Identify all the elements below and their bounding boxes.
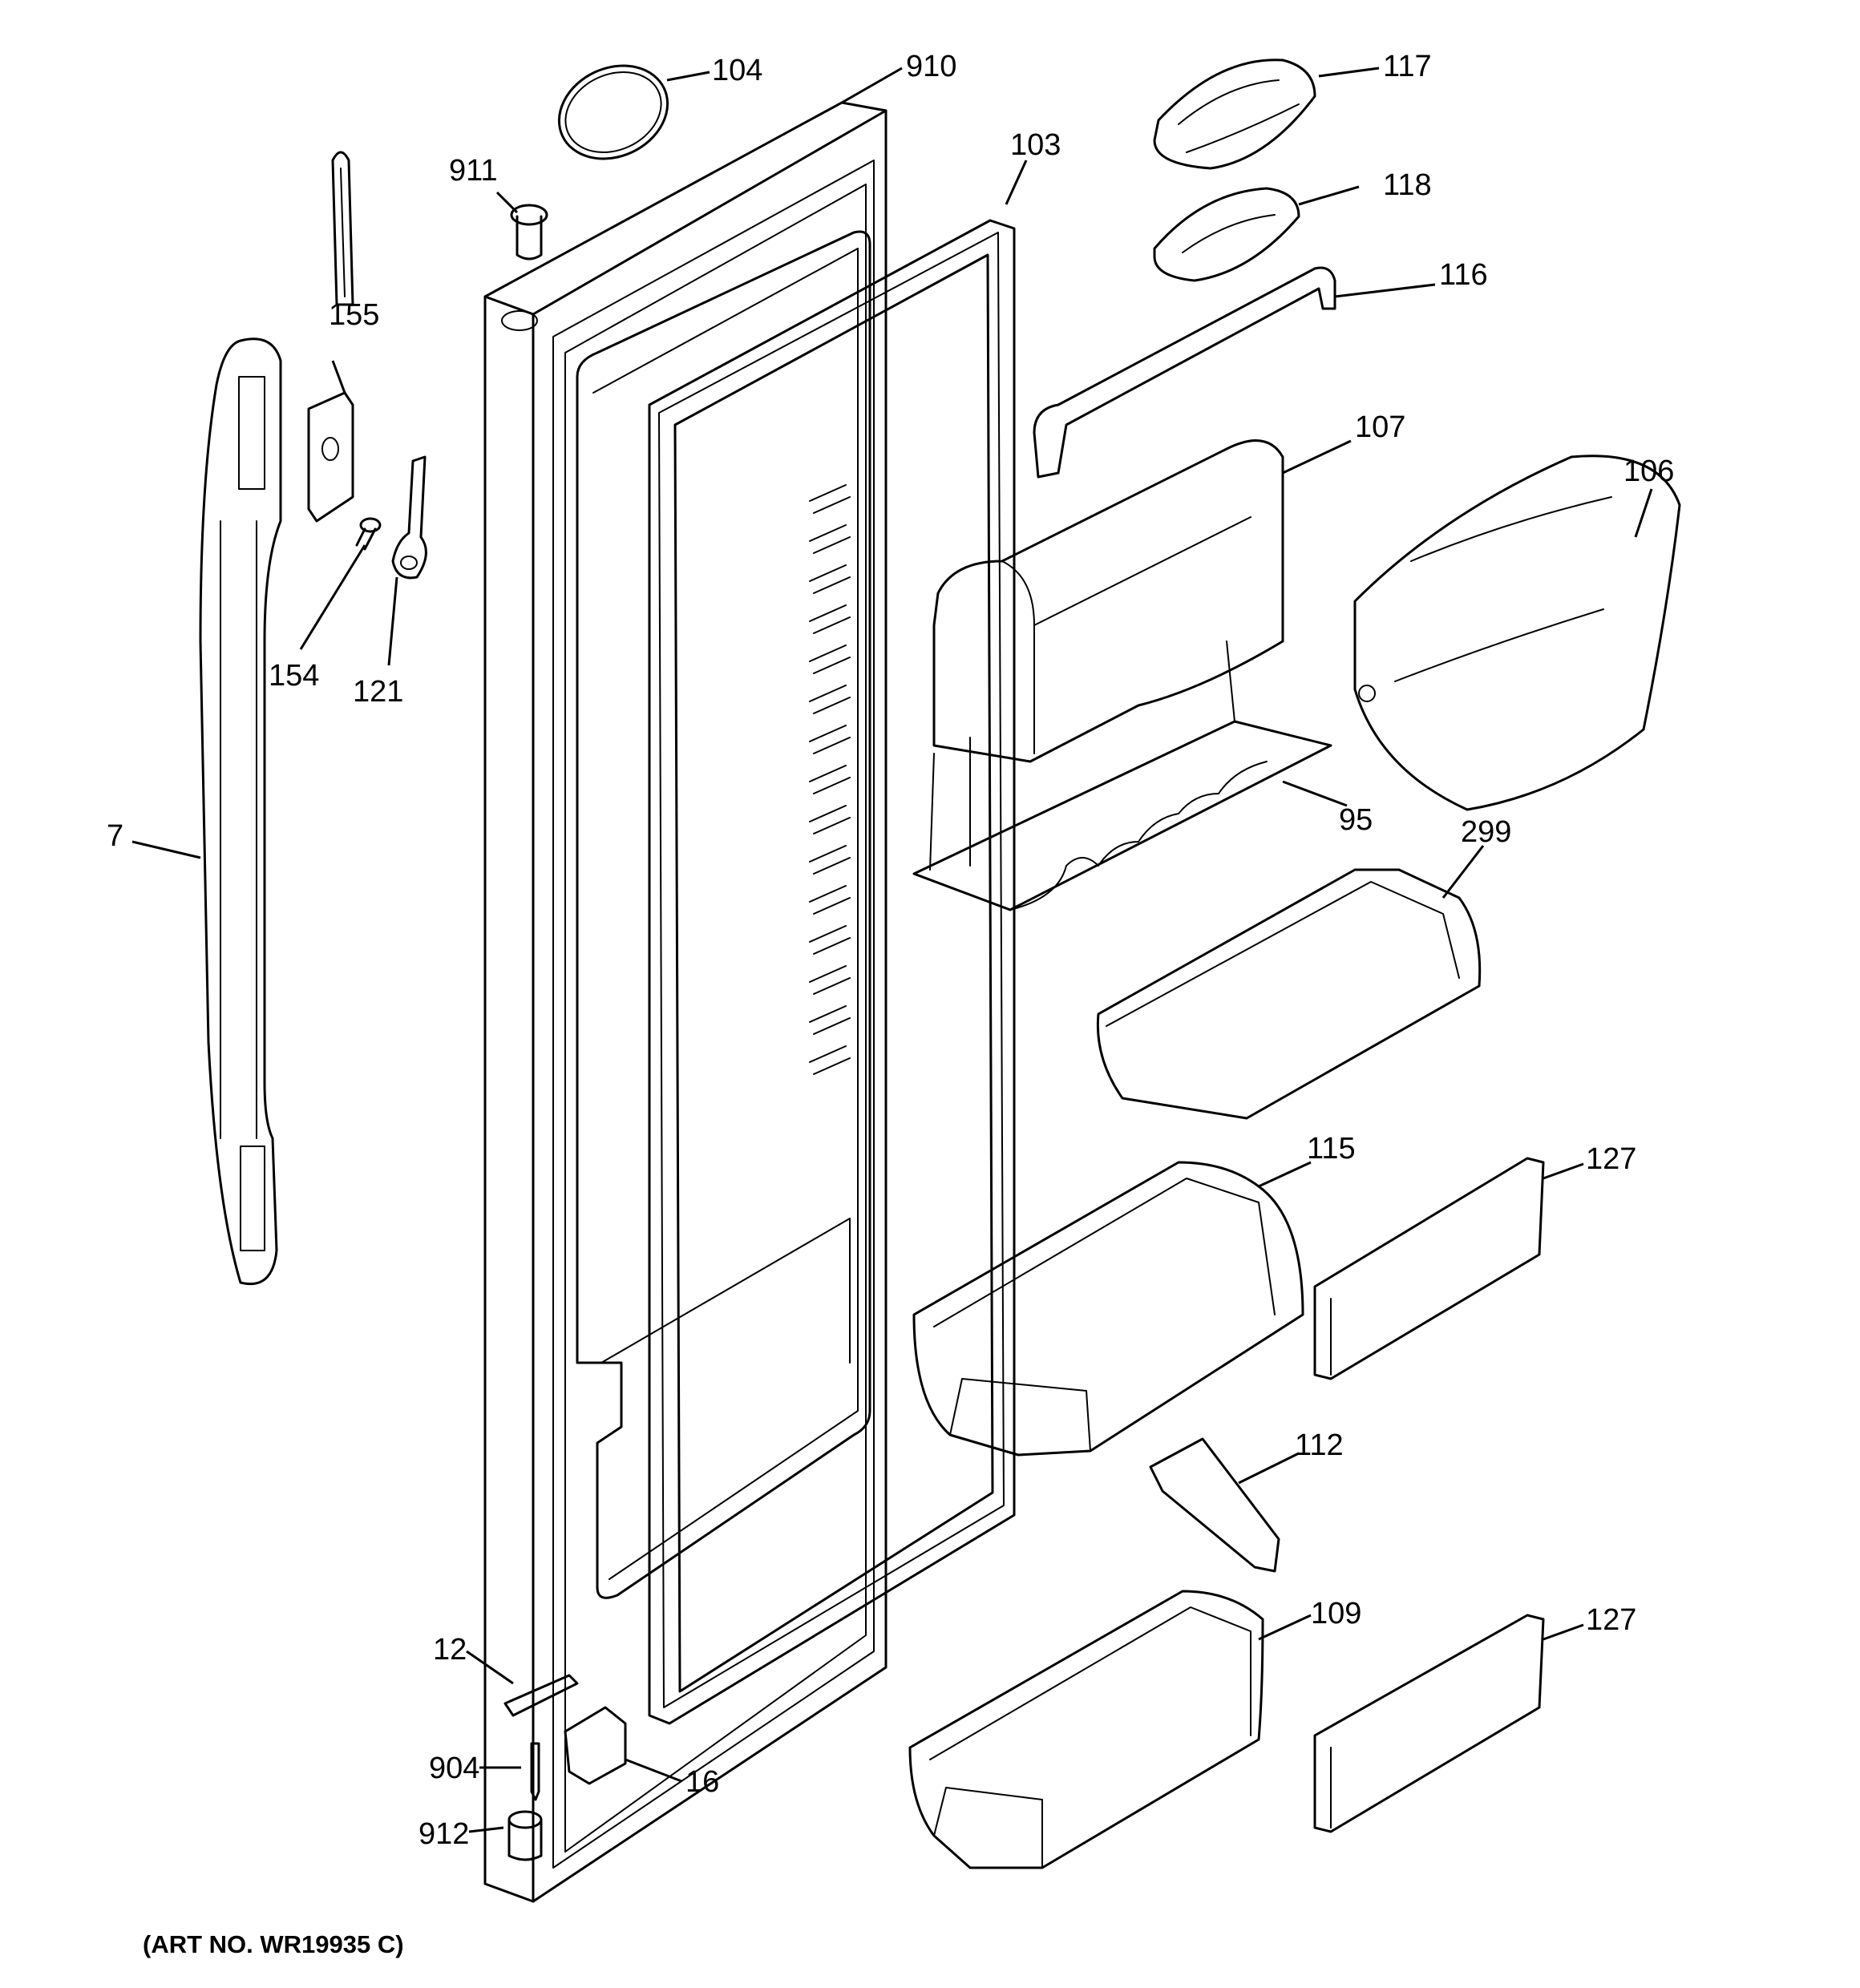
- callout-904: 904: [429, 1752, 479, 1785]
- hinge-screw: [530, 1742, 540, 1801]
- door-bin-109: [908, 1590, 1264, 1869]
- dairy-bin: [1153, 187, 1300, 282]
- callout-7: 7: [107, 819, 123, 853]
- dairy-cover: [1153, 59, 1316, 170]
- callout-16: 16: [685, 1765, 719, 1799]
- callout-117: 117: [1383, 50, 1432, 83]
- callout-121: 121: [353, 675, 403, 709]
- door-handle: [199, 337, 282, 1286]
- callout-910: 910: [906, 50, 956, 83]
- callout-118: 118: [1383, 168, 1432, 202]
- callout-154: 154: [269, 659, 319, 693]
- callout-155: 155: [329, 298, 379, 332]
- door-stop-bushing: [507, 1810, 543, 1861]
- door-inner-liner: [576, 230, 871, 1599]
- bin-divider: [1149, 1437, 1280, 1573]
- callout-106: 106: [1623, 455, 1674, 488]
- door-shelf-299: [1096, 868, 1482, 1120]
- bracket-screw: [355, 517, 382, 551]
- bin-retainer-upper: [1313, 1157, 1545, 1380]
- art-number-label: (ART NO. WR19935 C): [143, 1930, 404, 1958]
- callout-112: 112: [1295, 1428, 1344, 1462]
- door-outer-panel: [483, 101, 888, 1903]
- callout-127-lower: 127: [1586, 1603, 1636, 1637]
- bin-cover: [1353, 455, 1681, 811]
- callout-911: 911: [449, 154, 498, 188]
- callout-104: 104: [712, 54, 762, 87]
- callout-127-upper: 127: [1586, 1142, 1636, 1176]
- handle-bracket: [307, 391, 354, 523]
- door-gasket: [648, 219, 1016, 1725]
- callout-107: 107: [1355, 410, 1405, 444]
- door-bin-107: [932, 439, 1284, 763]
- callout-95: 95: [1339, 803, 1373, 837]
- shelf-rail-slots: [809, 484, 851, 1075]
- callout-116: 116: [1439, 258, 1488, 292]
- bin-retainer-lower: [1313, 1614, 1545, 1833]
- callout-103: 103: [1010, 128, 1061, 162]
- gasket-ring-part: [557, 64, 669, 160]
- door-bin-115: [912, 1161, 1304, 1457]
- callout-299: 299: [1461, 815, 1511, 849]
- callout-912: 912: [418, 1817, 469, 1851]
- callout-109: 109: [1311, 1597, 1361, 1630]
- leader-lines: [131, 67, 1653, 1833]
- callout-12: 12: [433, 1633, 467, 1667]
- shelf-rail: [1033, 266, 1336, 479]
- wire-rack: [912, 640, 1332, 911]
- callout-115: 115: [1307, 1132, 1356, 1166]
- hinge-plate: [503, 1674, 579, 1717]
- bottom-hinge: [564, 1706, 627, 1785]
- hinge-bushing: [510, 204, 548, 261]
- handle-trim-strip: [331, 151, 354, 306]
- removal-tool: [391, 455, 427, 580]
